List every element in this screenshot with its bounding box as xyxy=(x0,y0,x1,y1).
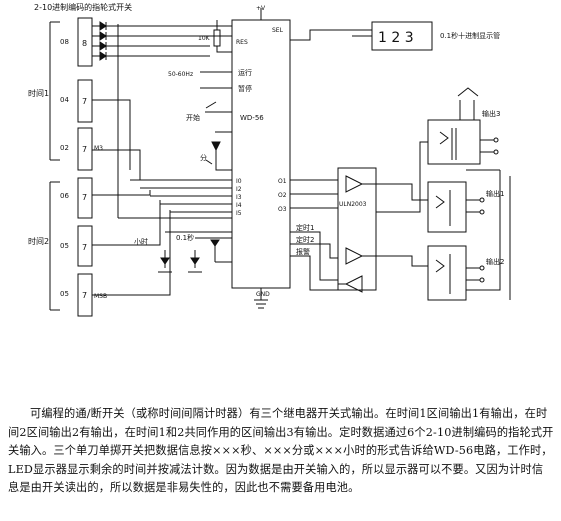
ic-top-right: SEL xyxy=(272,27,284,34)
display-digits: 1 2 3 xyxy=(378,30,414,46)
switch-text-1: 8 xyxy=(82,39,87,48)
switch-code-2: 04 xyxy=(60,96,69,104)
resistor-60hz: 50-60Hz xyxy=(168,71,193,78)
ic-run: 运行 xyxy=(238,68,252,77)
switch-text-2: 7 xyxy=(82,97,87,106)
ic-stop: 暂停 xyxy=(238,84,252,93)
switch-code-5: 05 xyxy=(60,242,69,250)
thumbwheel-switch-4 xyxy=(77,177,93,219)
ic-left-pin-5: I5 xyxy=(236,210,242,217)
switch-text-5: 7 xyxy=(82,243,87,252)
switch-text-3: 7 xyxy=(82,145,87,154)
switch-text-4: 7 xyxy=(82,193,87,202)
ic-label: WD-56 xyxy=(240,114,264,122)
relay-2 xyxy=(427,245,467,301)
pin-sep: 分 xyxy=(200,153,207,162)
switch-text-6: 7 xyxy=(82,291,87,300)
thumbwheel-switch-5 xyxy=(77,225,93,267)
description-paragraph: 可编程的通/断开关（或称时间间隔计时器）有三个继电器开关式输出。在时间1区间输出… xyxy=(8,407,554,495)
thumbwheel-switch-2 xyxy=(77,79,93,123)
driver-buffer-3 xyxy=(344,275,363,293)
output-label-1: 输出1 xyxy=(486,189,504,198)
resistor-10k: 10K xyxy=(198,35,211,42)
switch-code-3: 02 xyxy=(60,144,69,152)
driver-label: ULN2003 xyxy=(339,201,367,208)
display-label: 0.1秒十进制显示管 xyxy=(440,31,500,40)
gnd-label: GND xyxy=(256,291,270,298)
switch-small-3: M3 xyxy=(94,145,103,152)
ic-right-pin-2: O2 xyxy=(278,192,287,199)
ic-right-label-1: 定时1 xyxy=(296,223,314,232)
thumbwheel-switch-3 xyxy=(77,127,93,171)
output-label-2: 输出2 xyxy=(486,257,504,266)
relay-1 xyxy=(427,181,467,233)
output-label-3: 输出3 xyxy=(482,109,500,118)
ic-right-label-2: 定时2 xyxy=(296,235,314,244)
time1-label: 时间1 xyxy=(28,88,49,98)
ic-left-pin-3: I3 xyxy=(236,194,242,201)
vcc-label: +V xyxy=(256,5,266,12)
ic-left-pin-2: I2 xyxy=(236,186,242,193)
driver-buffer-1 xyxy=(345,175,364,193)
circuit-diagram: 2-10进制编码的指轮式开关 08 04 02 06 05 05 8 7 7 7… xyxy=(28,2,511,317)
ic-pin-rst: RES xyxy=(236,39,248,46)
pin-start: 开始 xyxy=(186,113,200,122)
ic-wd56 xyxy=(231,19,291,289)
ic-left-pin-4: I4 xyxy=(236,202,242,209)
ic-right-pin-3: O3 xyxy=(278,206,287,213)
ic-right-pin-1: O1 xyxy=(278,178,287,185)
ic-left-pin-1: I0 xyxy=(236,178,242,185)
ic-right-label-3: 报警 xyxy=(296,247,310,256)
hour-label: 小时 xyxy=(134,237,148,246)
switch-small-6: MSB xyxy=(94,293,107,300)
time2-label: 时间2 xyxy=(28,236,49,246)
thumbwheel-switch-1 xyxy=(77,17,93,67)
switch-code-1: 08 xyxy=(60,38,69,46)
relay-3 xyxy=(427,119,481,165)
top-label: 2-10进制编码的指轮式开关 xyxy=(34,2,132,12)
switch-code-4: 06 xyxy=(60,192,69,200)
switch-code-6: 05 xyxy=(60,290,69,298)
sec-label: 0.1秒 xyxy=(176,233,194,242)
driver-buffer-2 xyxy=(345,247,364,265)
